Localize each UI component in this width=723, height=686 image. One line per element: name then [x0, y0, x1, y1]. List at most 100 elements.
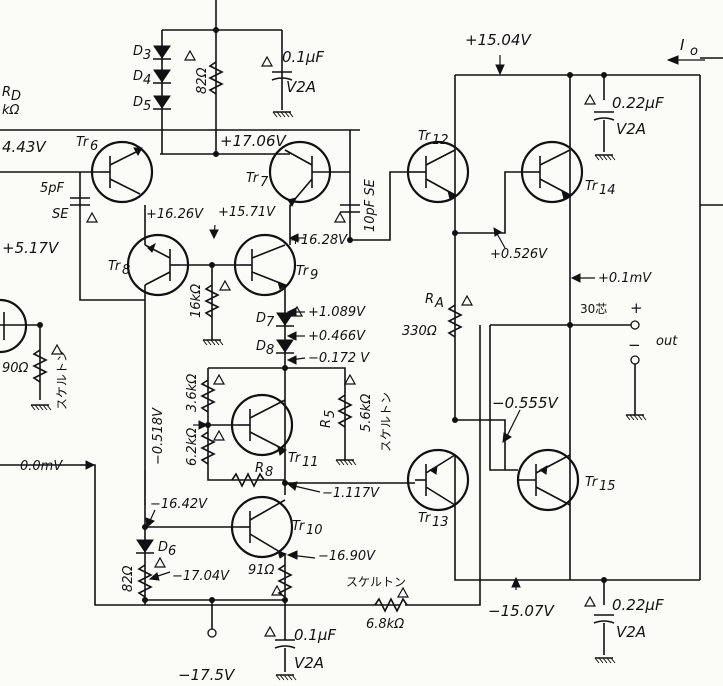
label-io: I — [680, 36, 685, 54]
label-d5: D — [133, 95, 143, 110]
label-rd-num: D — [11, 89, 21, 104]
label-minus: − — [628, 336, 641, 354]
label-r62k: 6.2kΩ — [185, 428, 200, 466]
label-skel3: スケルトン — [346, 575, 406, 589]
label-tr11: Tr — [288, 451, 302, 466]
diode-d4 — [153, 69, 171, 84]
transistor-tr6 — [90, 140, 154, 204]
output-terminals — [207, 320, 640, 638]
diode-d8 — [276, 339, 294, 354]
transistor-tr9 — [233, 233, 297, 297]
label-v-m1704: −17.04V — [172, 569, 230, 584]
labels: +15.04V I o 0.1μF V2A 82Ω D 3 D 4 D 5 R … — [2, 31, 698, 684]
label-v-517: +5.17V — [2, 239, 60, 257]
label-v-left-443: 4.43V — [2, 138, 47, 156]
transistor-tr14 — [520, 140, 584, 204]
label-tr9-num: 9 — [310, 268, 318, 283]
label-d6-num: 6 — [168, 544, 176, 559]
label-tr15-num: 15 — [599, 479, 616, 494]
label-core30: 30芯 — [580, 302, 607, 316]
label-tr8-num: 8 — [122, 263, 130, 278]
label-tr9: Tr — [296, 264, 310, 279]
label-tr10-num: 10 — [306, 523, 323, 538]
label-tr12: Tr — [418, 129, 432, 144]
label-rs-num: 5 — [323, 410, 338, 418]
diode-d5 — [153, 95, 171, 110]
label-d7: D — [256, 311, 266, 326]
label-r-82-bot: 82Ω — [121, 565, 136, 592]
label-ra-num: A — [434, 296, 444, 311]
label-v-m1642: −16.42V — [150, 497, 208, 512]
transistor-tr10 — [230, 495, 294, 559]
label-v-m0555: −0.555V — [492, 394, 560, 412]
label-v-m175: −17.5V — [178, 666, 236, 684]
label-v-0466: +0.466V — [308, 329, 366, 344]
label-v-pos-rail: +15.04V — [465, 31, 533, 49]
label-r68k: 6.8kΩ — [366, 617, 404, 632]
label-c-01-bot-v: V2A — [294, 654, 324, 672]
transistor-tr15 — [516, 448, 580, 512]
label-d3: D — [133, 44, 143, 59]
label-tr15: Tr — [585, 475, 599, 490]
label-skel1: スケルトン — [55, 350, 69, 410]
transistor-tr7 — [268, 140, 350, 207]
resistors — [32, 61, 463, 613]
transistor-tr13 — [406, 448, 470, 512]
label-v-1706: +17.06V — [220, 132, 288, 150]
label-c10p: 10pF SE — [363, 178, 378, 232]
label-r-90: 90Ω — [2, 361, 29, 376]
label-c-01-bot: 0.1μF — [294, 626, 336, 644]
label-v-m0518: −0.518V — [151, 407, 166, 465]
label-v-m1507: −15.07V — [488, 602, 556, 620]
label-tr7-num: 7 — [260, 175, 269, 190]
label-r-91: 91Ω — [248, 563, 275, 578]
label-tr14-num: 14 — [599, 183, 616, 198]
label-d4-num: 4 — [143, 73, 151, 88]
label-v-m1690: −16.90V — [318, 549, 376, 564]
label-v-m0172: −0.172 V — [308, 351, 370, 366]
label-d3-num: 3 — [143, 48, 151, 63]
label-tr8: Tr — [108, 259, 122, 274]
label-rd-val: kΩ — [2, 103, 20, 118]
diode-d3 — [153, 45, 171, 60]
label-c-top-left-v: V2A — [286, 78, 316, 96]
label-d8-num: 8 — [266, 343, 274, 358]
label-d4: D — [133, 69, 143, 84]
label-tr13-num: 13 — [432, 515, 449, 530]
annotation-arrows — [80, 55, 705, 590]
label-se1: SE — [52, 207, 69, 222]
diode-d6 — [136, 539, 154, 554]
label-d6: D — [158, 540, 168, 555]
label-tr7: Tr — [246, 171, 260, 186]
label-rs: R — [319, 419, 334, 428]
label-r8-num: 8 — [265, 465, 273, 480]
label-v-1628: +16.28V — [290, 233, 348, 248]
label-ra: R — [425, 292, 434, 307]
label-c-022-top: 0.22μF — [612, 94, 664, 112]
label-r36k: 3.6kΩ — [185, 374, 200, 412]
wiring — [0, 0, 723, 630]
label-tr11-num: 11 — [302, 455, 319, 470]
label-tr6: Tr — [76, 135, 90, 150]
label-c-022-top-v: V2A — [616, 120, 646, 138]
label-v-m1117: −1.117V — [322, 486, 380, 501]
label-r-82-top: 82Ω — [195, 67, 210, 94]
label-c-top-left: 0.1μF — [282, 48, 324, 66]
label-rs-val: 5.6kΩ — [359, 394, 374, 432]
transistor-partial-left — [0, 298, 28, 354]
label-c5p: 5pF — [40, 181, 65, 196]
label-plus: + — [630, 299, 643, 317]
transistor-tr11 — [230, 393, 294, 457]
transistor-tr8 — [126, 233, 190, 297]
label-r8: R — [255, 461, 264, 476]
label-io-sub: o — [690, 44, 698, 59]
label-v-01mv: +0.1mV — [598, 271, 652, 286]
label-tr13: Tr — [418, 511, 432, 526]
transistor-tr12 — [406, 140, 470, 204]
label-v-1089: +1.089V — [308, 305, 366, 320]
label-tr6-num: 6 — [90, 139, 98, 154]
diode-d7 — [276, 312, 294, 327]
label-ra-val: 330Ω — [402, 324, 437, 339]
label-c-022-bot-v: V2A — [616, 623, 646, 641]
